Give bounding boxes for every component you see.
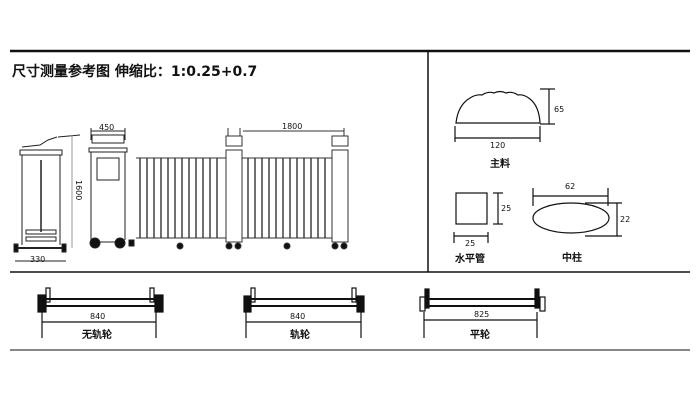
base-width-label: 330: [30, 255, 45, 264]
wheel-track-label: 轨轮: [290, 328, 310, 341]
gate-fence: [136, 128, 349, 250]
main-profile-label: 主料: [490, 157, 510, 170]
post-width-label: 450: [99, 123, 114, 132]
tube-height-label: 25: [501, 204, 511, 213]
wheel-track-width: 840: [290, 312, 305, 321]
center-post-width-label: 62: [565, 182, 575, 191]
wheel-no-track: [37, 287, 164, 338]
center-post-label: 中柱: [562, 251, 582, 264]
gate-height-label: 1600: [74, 180, 83, 200]
wheel-track: [243, 287, 365, 338]
horizontal-tube-label: 水平管: [454, 252, 485, 265]
section-length-label: 1800: [282, 122, 302, 131]
tube-width-label: 25: [465, 239, 475, 248]
center-post-shape: [532, 188, 622, 237]
main-profile-shape: [454, 88, 555, 142]
wheel-no-track-label: 无轨轮: [81, 328, 112, 341]
horizontal-tube-shape: [453, 192, 503, 243]
wheel-flat-width: 825: [474, 310, 489, 319]
diagram-title: 尺寸测量参考图 伸缩比：1:0.25+0.7: [12, 63, 257, 80]
center-post-height-label: 22: [620, 215, 630, 224]
main-height-label: 65: [554, 105, 564, 114]
main-width-label: 120: [490, 141, 505, 150]
gate-side-view: [13, 134, 81, 262]
wheel-flat: [419, 288, 546, 338]
wheel-flat-label: 平轮: [470, 328, 490, 341]
wheel-no-track-width: 840: [90, 312, 105, 321]
gate-post-box: [88, 128, 135, 249]
